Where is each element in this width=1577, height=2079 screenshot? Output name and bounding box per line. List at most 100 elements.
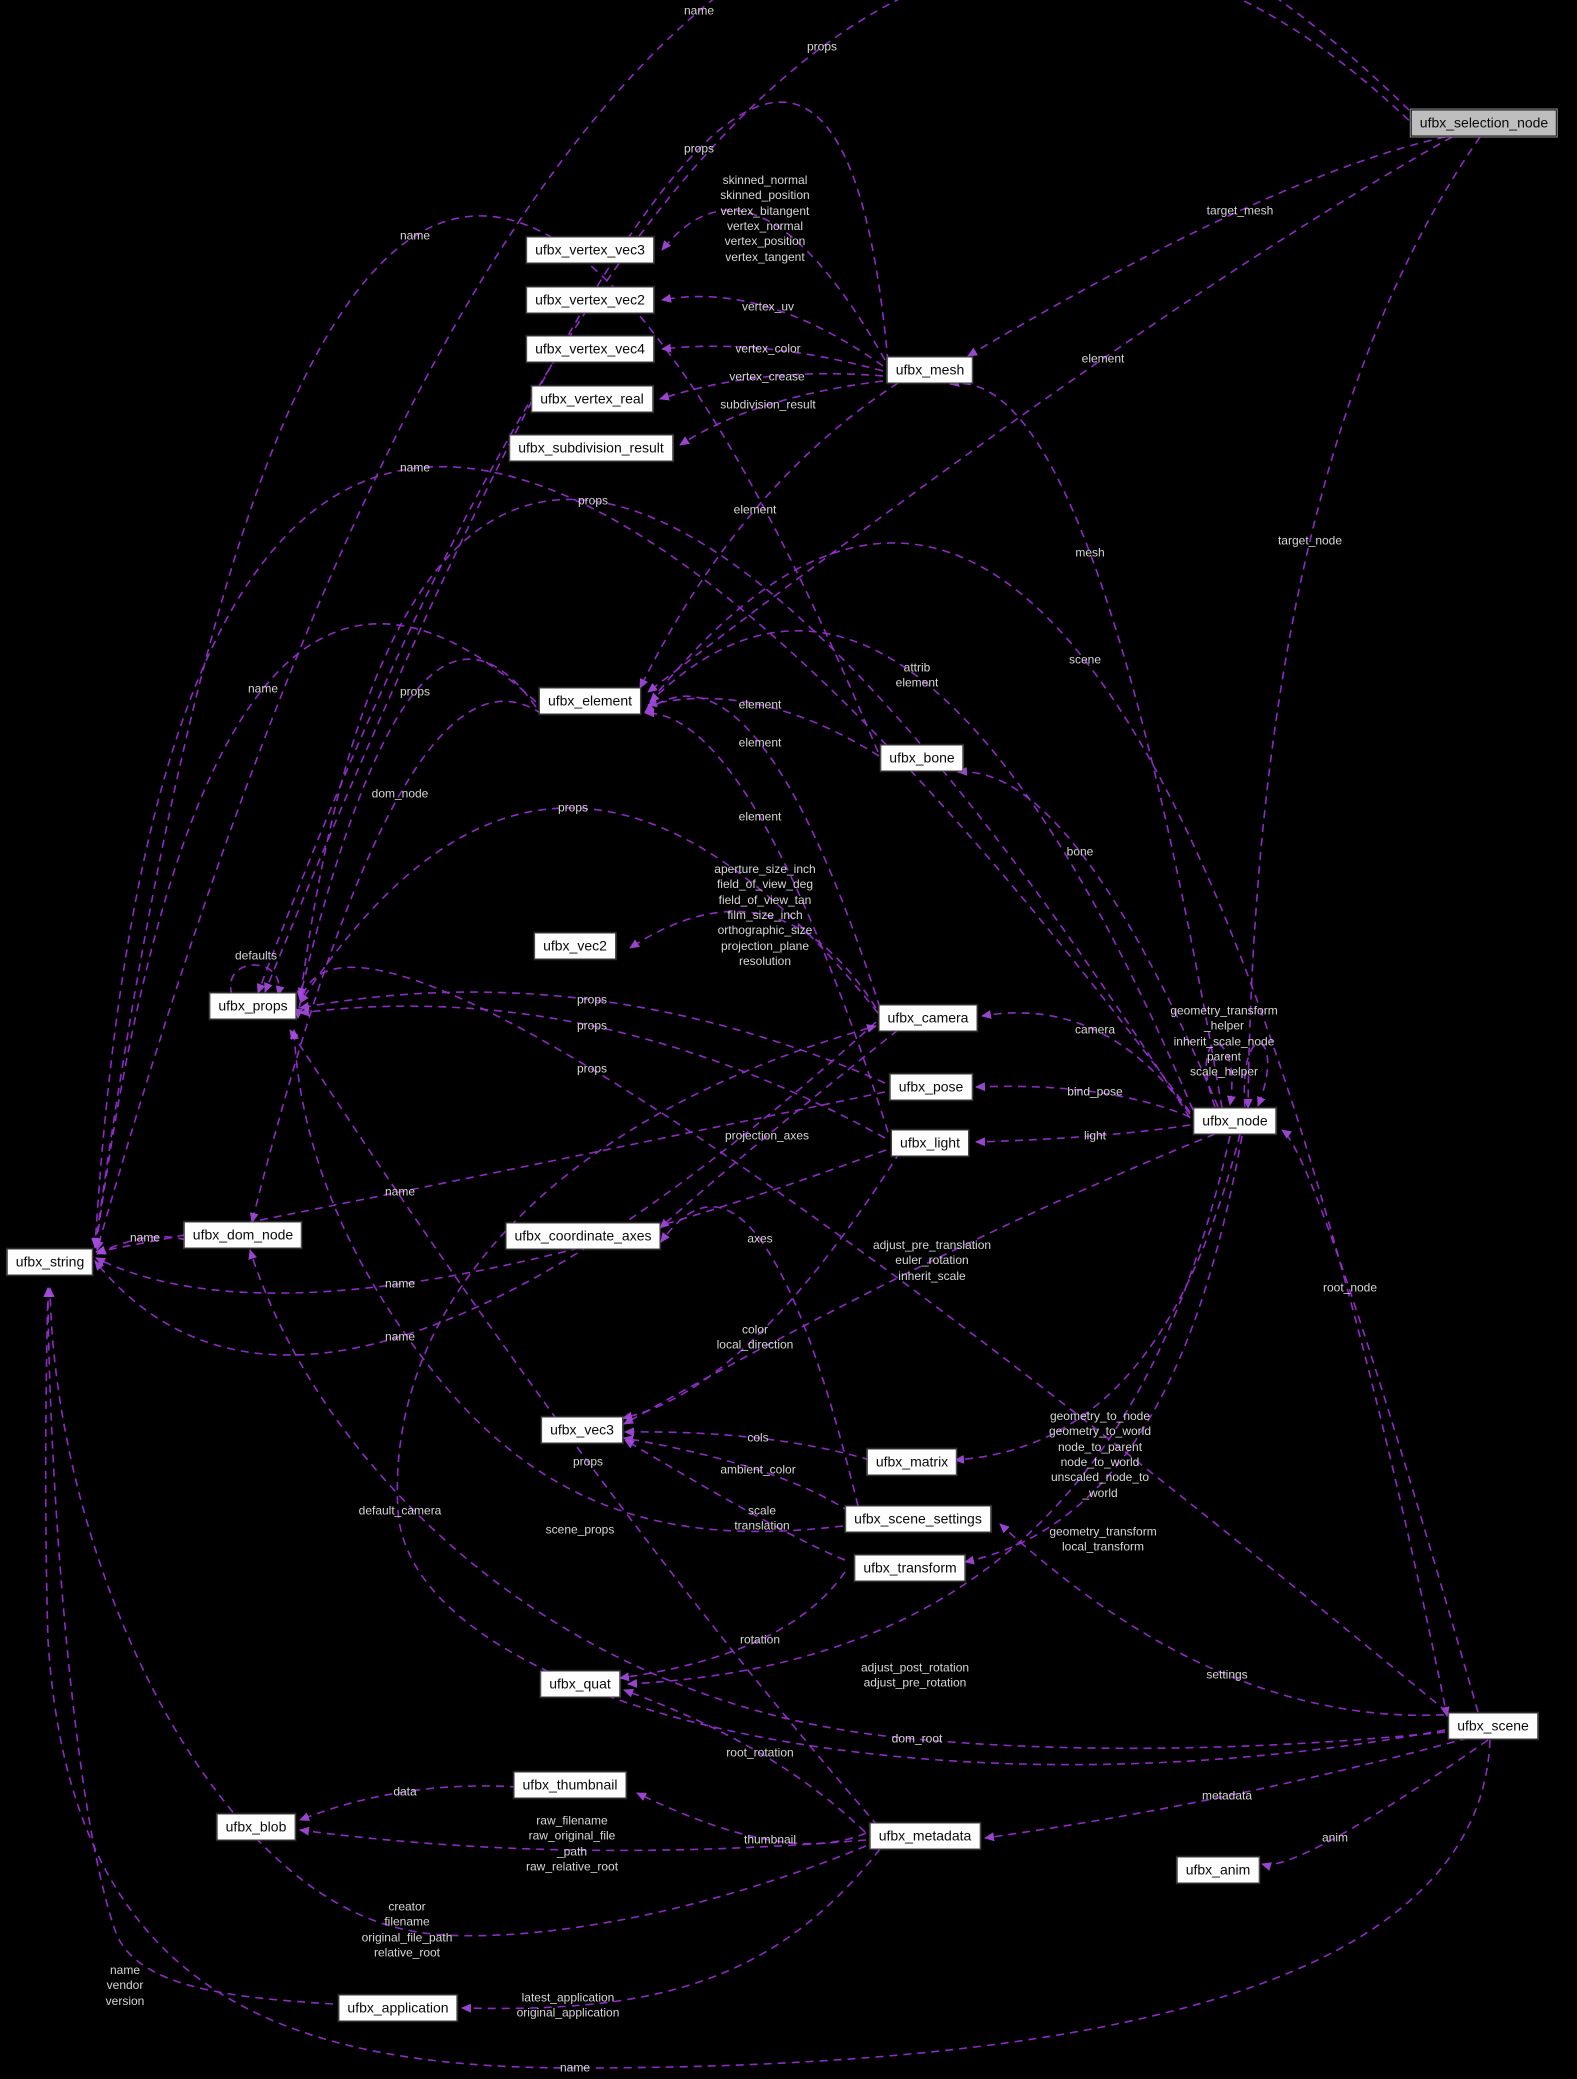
node-ufbx_node[interactable]: ufbx_node xyxy=(1193,1107,1277,1135)
edge-label-geometry_transform: geometry_transform _helper inherit_scale… xyxy=(1170,1003,1278,1080)
edge-label-name: name xyxy=(559,2060,591,2075)
node-ufbx_vec2[interactable]: ufbx_vec2 xyxy=(534,932,616,960)
edge-label-rotation: rotation xyxy=(739,1632,781,1647)
edge-label-axes: axes xyxy=(747,1231,773,1246)
node-ufbx_anim[interactable]: ufbx_anim xyxy=(1176,1856,1260,1884)
graph-edge-2 xyxy=(264,101,889,993)
graph-edge-15 xyxy=(1243,136,1481,1109)
graph-edge-21 xyxy=(644,695,881,1009)
node-ufbx_quat[interactable]: ufbx_quat xyxy=(540,1670,620,1698)
node-ufbx_metadata[interactable]: ufbx_metadata xyxy=(869,1822,981,1850)
graph-edge-22 xyxy=(249,700,543,1223)
graph-edge-12 xyxy=(296,498,1191,1119)
node-ufbx_dom_node[interactable]: ufbx_dom_node xyxy=(183,1221,303,1249)
node-ufbx_vertex_real[interactable]: ufbx_vertex_real xyxy=(531,385,653,413)
edge-label-name: name xyxy=(247,681,279,696)
graph-edge-33 xyxy=(1205,1043,1236,1108)
graph-edge-49 xyxy=(289,1029,844,1533)
edge-label-subdivision_result: subdivision_result xyxy=(720,397,816,412)
node-ufbx_mesh[interactable]: ufbx_mesh xyxy=(886,356,974,384)
edge-label-props: props xyxy=(557,800,589,815)
edge-label-name: name xyxy=(384,1329,416,1344)
graph-edge-5 xyxy=(967,136,1446,357)
node-ufbx_vec3[interactable]: ufbx_vec3 xyxy=(541,1416,623,1444)
edge-label-props: props xyxy=(806,39,838,54)
node-ufbx_element[interactable]: ufbx_element xyxy=(538,687,642,715)
graph-edge-50 xyxy=(964,1135,1243,1565)
edge-label-props: props xyxy=(683,141,715,156)
edge-label-data: data xyxy=(393,1784,417,1799)
graph-edge-55 xyxy=(248,1249,1446,1750)
graph-edge-6 xyxy=(661,293,884,367)
node-ufbx_blob[interactable]: ufbx_blob xyxy=(216,1813,296,1841)
node-ufbx_vertex_vec4[interactable]: ufbx_vertex_vec4 xyxy=(526,335,654,363)
edge-label-latest_application: latest_application original_application xyxy=(516,1990,620,2020)
node-ufbx_scene[interactable]: ufbx_scene xyxy=(1448,1712,1538,1740)
graph-edge-42 xyxy=(623,1133,1216,1425)
graph-edge-37 xyxy=(96,1235,187,1255)
edge-label-skinned_normal: skinned_normal skinned_position vertex_b… xyxy=(720,172,810,264)
edge-label-geometry_to_node: geometry_to_node geometry_to_world node_… xyxy=(1048,1408,1152,1500)
node-ufbx_application[interactable]: ufbx_application xyxy=(338,1994,458,2022)
node-ufbx_pose[interactable]: ufbx_pose xyxy=(889,1073,973,1101)
edge-label-props: props xyxy=(577,493,609,508)
edge-label-element: element xyxy=(738,697,782,712)
edge-label-name: name xyxy=(399,460,431,475)
edge-label-aperture_size_inch: aperture_size_inch field_of_view_deg fie… xyxy=(714,862,816,969)
node-ufbx_scene_settings[interactable]: ufbx_scene_settings xyxy=(845,1505,991,1533)
graph-edge-28 xyxy=(299,991,886,1084)
edge-label-scene_props: scene_props xyxy=(545,1522,615,1537)
graph-edge-1 xyxy=(256,0,1420,994)
edge-label-raw_filename: raw_filename raw_original_file _path raw… xyxy=(525,1813,619,1874)
graph-edge-61 xyxy=(984,1737,1469,1842)
graph-edge-8 xyxy=(647,136,1453,693)
edge-label-name: name xyxy=(384,1184,416,1199)
graph-edge-35 xyxy=(975,1124,1191,1147)
graph-edge-66 xyxy=(396,1024,1446,1766)
edge-label-settings: settings xyxy=(1206,1667,1248,1682)
edge-label-vertex_color: vertex_color xyxy=(735,341,801,356)
graph-edge-39 xyxy=(95,1149,887,1294)
edge-label-props: props xyxy=(576,1061,608,1076)
graph-edge-31 xyxy=(294,966,1448,1713)
graph-edge-63 xyxy=(461,1848,881,2013)
node-ufbx_subdivision_result[interactable]: ufbx_subdivision_result xyxy=(509,434,673,462)
edge-label-color: color local_direction xyxy=(716,1322,794,1352)
node-ufbx_transform[interactable]: ufbx_transform xyxy=(854,1554,966,1582)
graph-edge-25 xyxy=(957,766,1219,1108)
node-ufbx_string[interactable]: ufbx_string xyxy=(6,1248,94,1276)
node-ufbx_light[interactable]: ufbx_light xyxy=(891,1129,969,1157)
node-ufbx_bone[interactable]: ufbx_bone xyxy=(880,744,964,772)
graph-edge-41 xyxy=(660,1205,859,1507)
edge-label-anim: anim xyxy=(1321,1830,1349,1845)
graph-edge-34 xyxy=(1243,1042,1269,1108)
graph-edge-65 xyxy=(43,1287,1491,2069)
node-ufbx_vertex_vec3[interactable]: ufbx_vertex_vec3 xyxy=(526,236,654,264)
graph-edge-18 xyxy=(92,622,537,1248)
graph-edge-4 xyxy=(661,209,886,361)
node-ufbx_thumbnail[interactable]: ufbx_thumbnail xyxy=(513,1771,627,1799)
node-ufbx_coordinate_axes[interactable]: ufbx_coordinate_axes xyxy=(505,1222,661,1250)
edge-label-element: element xyxy=(738,735,782,750)
graph-edge-13 xyxy=(639,382,899,689)
graph-edge-57 xyxy=(299,1785,519,1821)
edge-label-name: name xyxy=(399,228,431,243)
graph-edge-9 xyxy=(659,372,884,401)
node-ufbx_selection_node[interactable]: ufbx_selection_node xyxy=(1410,109,1558,137)
node-ufbx_vertex_vec2[interactable]: ufbx_vertex_vec2 xyxy=(526,286,654,314)
graph-edge-19 xyxy=(297,658,537,998)
graph-edge-23 xyxy=(299,807,879,1014)
edge-label-camera: camera xyxy=(1074,1022,1116,1037)
graph-edge-46 xyxy=(289,1029,879,1827)
edge-label-mesh: mesh xyxy=(1075,545,1105,560)
graph-edge-43 xyxy=(622,1151,901,1421)
node-ufbx_matrix[interactable]: ufbx_matrix xyxy=(866,1448,958,1476)
node-ufbx_props[interactable]: ufbx_props xyxy=(209,992,297,1020)
edge-label-root_node: root_node xyxy=(1322,1280,1378,1295)
edge-label-bind_pose: bind_pose xyxy=(1067,1084,1123,1099)
node-ufbx_camera[interactable]: ufbx_camera xyxy=(878,1004,978,1032)
edge-label-geometry_transform: geometry_transform local_transform xyxy=(1049,1524,1157,1554)
graph-edge-38 xyxy=(95,1091,886,1255)
edge-label-metadata: metadata xyxy=(1201,1788,1253,1803)
